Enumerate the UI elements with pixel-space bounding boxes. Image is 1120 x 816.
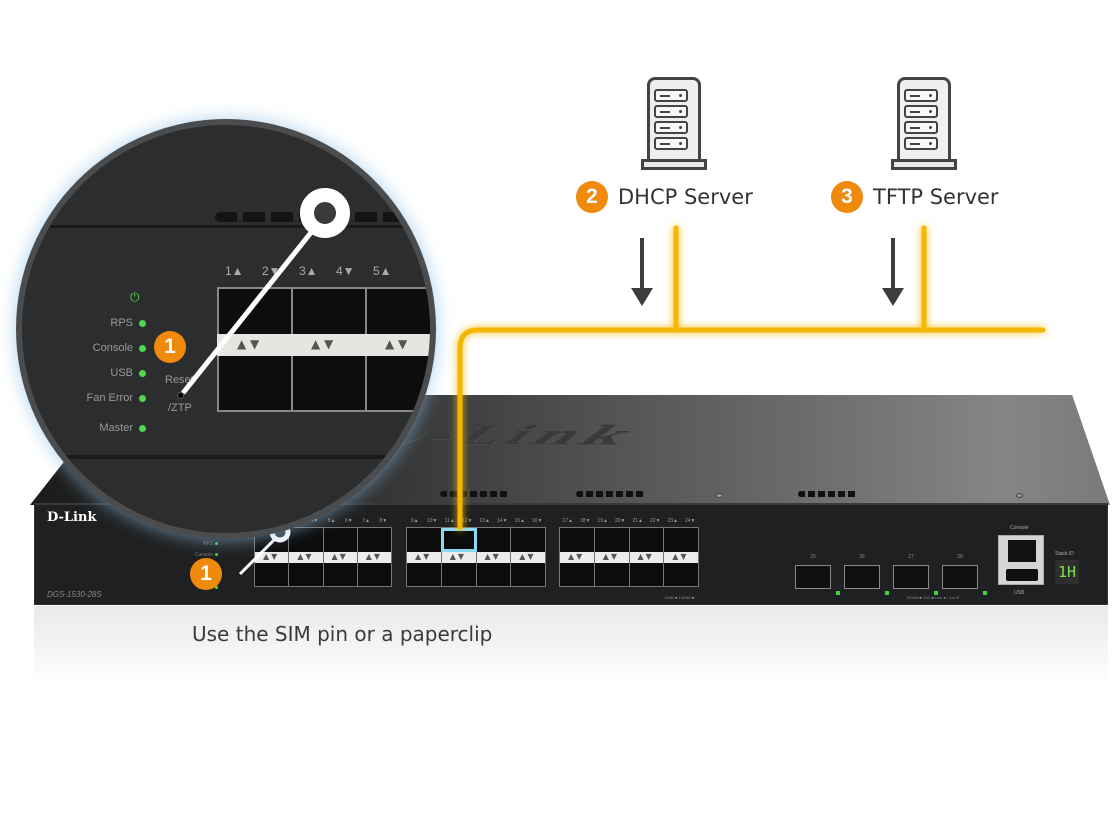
tftp-server-icon: [891, 77, 957, 173]
led-indicator: [139, 369, 146, 377]
led-label: RPS: [202, 541, 213, 547]
led-indicator: [139, 394, 146, 402]
speed-legend-2: 1000M ■ 10G ■ Link ● / Act ✲: [906, 595, 960, 600]
console-port[interactable]: [1008, 540, 1036, 562]
ztp-label: /ZTP: [168, 402, 192, 414]
port-labels-group-3: 17▲18▼19▲20▼21▲22▼23▲24▼: [562, 518, 696, 524]
uplink-port-label: 25: [810, 554, 816, 560]
step-1-badge: 1: [154, 331, 186, 363]
reset-button[interactable]: [177, 392, 184, 399]
console-label: Console: [1010, 525, 1029, 531]
dhcp-server-name: DHCP Server: [618, 185, 753, 209]
speed-legend-1: 100M ■ 1000M ■: [664, 595, 695, 600]
caption: Use the SIM pin or a paperclip: [192, 622, 493, 646]
usb-port[interactable]: [1006, 569, 1038, 581]
led-indicator: [139, 424, 146, 432]
led-label: Master: [99, 422, 133, 434]
vent: [576, 491, 646, 497]
brand-logo: D-Link: [47, 510, 97, 525]
uplink-port-25[interactable]: [795, 565, 831, 589]
dhcp-server-label: 2 DHCP Server: [576, 181, 753, 213]
reset-label: Reset: [165, 374, 194, 386]
usb-label: USB: [1014, 590, 1025, 596]
link-led: [934, 591, 938, 595]
panel-edge: [22, 225, 430, 228]
vent: [440, 491, 510, 497]
arrow-down-icon: [882, 238, 904, 306]
led-label: Fan Error: [86, 392, 133, 404]
power-icon: ⏻: [214, 530, 218, 536]
magnified-port-labels: 1▲2▼3▲4▼5▲: [225, 264, 392, 278]
port-labels-group-2: 9▲10▼11▲12▼13▲14▼15▲16▼: [410, 518, 543, 524]
highlighted-port[interactable]: [441, 528, 477, 552]
switch-reflection: [34, 606, 1108, 686]
magnifier-circle: ⏻ RPS Console USB Fan Error Master Reset…: [22, 125, 430, 533]
link-led: [885, 591, 889, 595]
led-indicator: [139, 344, 146, 352]
uplink-port-26[interactable]: [844, 565, 880, 589]
step-2-badge: 2: [576, 181, 608, 213]
sfp-ports-1-8[interactable]: [254, 527, 392, 587]
led-indicator: [139, 319, 146, 327]
uplink-port-label: 27: [908, 554, 914, 560]
link-led: [983, 591, 987, 595]
led-label: Console: [194, 552, 213, 558]
reset-pin-callout: [181, 188, 350, 395]
uplink-port-28[interactable]: [942, 565, 978, 589]
uplink-port-label: 26: [859, 554, 865, 560]
uplink-port-label: 28: [957, 554, 963, 560]
dhcp-server-icon: [641, 77, 707, 173]
led-label: Console: [92, 342, 133, 354]
link-led: [836, 591, 840, 595]
console-usb-ports[interactable]: [998, 535, 1044, 585]
stack-id-label: Stack ID: [1055, 551, 1074, 557]
led-label: RPS: [110, 317, 133, 329]
panel-edge: [22, 455, 430, 459]
screw: [716, 493, 723, 498]
step-3-badge: 3: [831, 181, 863, 213]
power-icon: ⏻: [130, 290, 140, 304]
uplink-port-27[interactable]: [893, 565, 929, 589]
vent: [798, 491, 858, 497]
screw: [1016, 493, 1023, 498]
model-label: DGS-1530-28S: [47, 590, 102, 599]
arrow-down-icon: [631, 238, 653, 306]
sfp-ports-17-24[interactable]: [559, 527, 699, 587]
magnified-status-leds: ⏻ RPS Console USB Fan Error Master: [40, 290, 146, 440]
stack-id-display: 1H: [1055, 560, 1079, 584]
tftp-server-name: TFTP Server: [873, 185, 999, 209]
step-1-badge-small: 1: [190, 558, 222, 590]
led-label: USB: [110, 367, 133, 379]
tftp-server-label: 3 TFTP Server: [831, 181, 999, 213]
